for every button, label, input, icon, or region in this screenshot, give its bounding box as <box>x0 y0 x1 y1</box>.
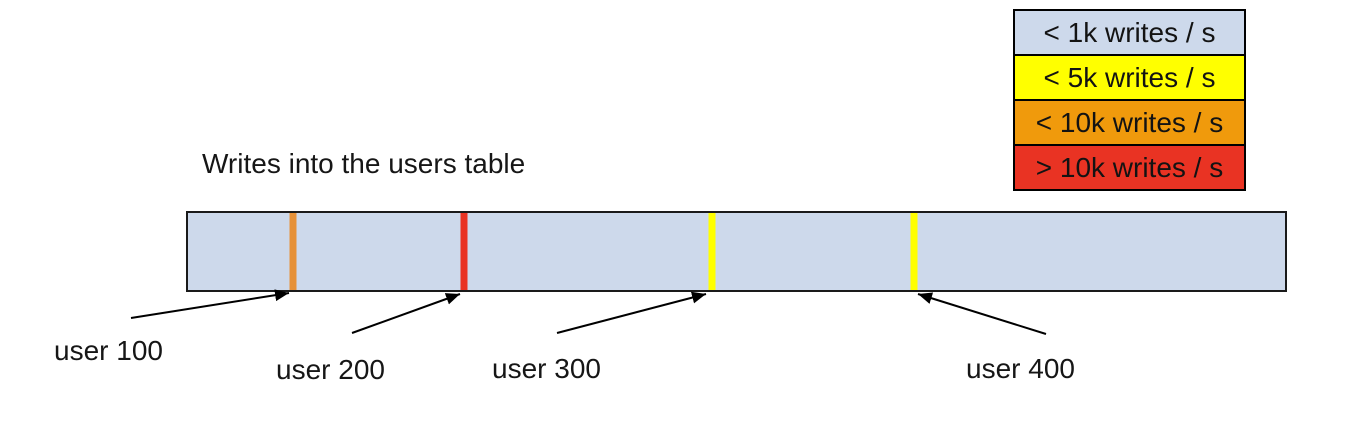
arrow-user-300 <box>556 291 707 334</box>
legend-item-lt-1k: < 1k writes / s <box>1013 9 1246 56</box>
write-marker-user-100 <box>289 213 297 290</box>
write-marker-user-200 <box>460 213 468 290</box>
arrow-user-400 <box>917 292 1047 335</box>
label-user-200: user 200 <box>276 354 385 385</box>
legend-item-lt-10k-label: < 10k writes / s <box>1035 106 1224 138</box>
arrow-user-200 <box>351 293 461 334</box>
legend-item-lt-5k: < 5k writes / s <box>1013 54 1246 101</box>
legend-item-gt-10k-label: > 10k writes / s <box>1035 151 1224 183</box>
write-marker-user-400 <box>910 213 918 290</box>
users-table-bar <box>186 211 1287 292</box>
diagram-title: Writes into the users table <box>202 148 526 179</box>
write-marker-user-300 <box>708 213 716 290</box>
label-user-100: user 100 <box>54 335 163 366</box>
label-user-300: user 300 <box>492 353 601 384</box>
label-user-400: user 400 <box>966 353 1075 384</box>
legend: < 1k writes / s < 5k writes / s < 10k wr… <box>1013 9 1246 191</box>
arrow-user-100 <box>130 289 290 319</box>
legend-item-lt-10k: < 10k writes / s <box>1013 99 1246 146</box>
legend-item-lt-5k-label: < 5k writes / s <box>1043 61 1216 93</box>
legend-item-lt-1k-label: < 1k writes / s <box>1043 16 1216 48</box>
legend-item-gt-10k: > 10k writes / s <box>1013 144 1246 191</box>
